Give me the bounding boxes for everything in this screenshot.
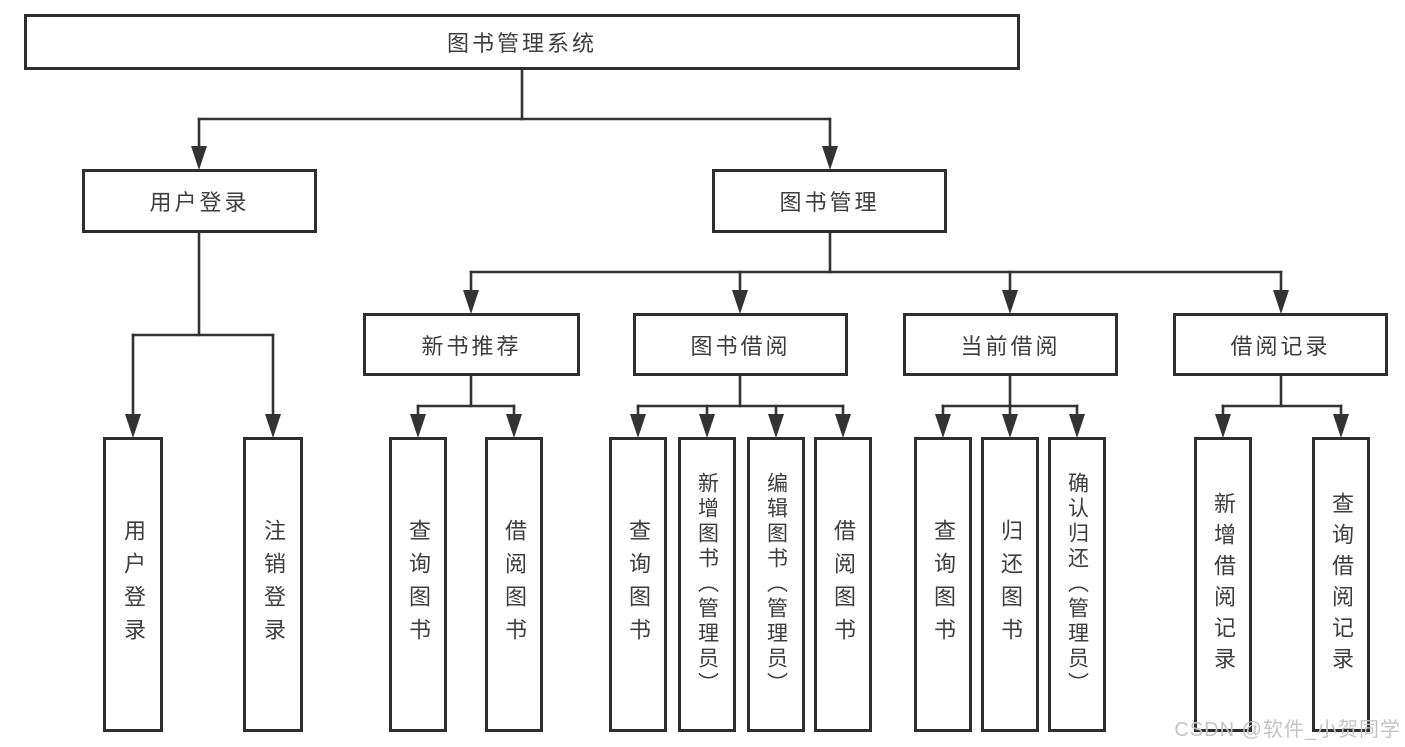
leaf-label: 用户登录 xyxy=(121,518,146,651)
leaf-logout: 注销登录 xyxy=(243,437,303,732)
leaf-query-books-borrowing: 查询图书 xyxy=(609,437,667,732)
leaf-edit-books-admin: 编辑图书（管理员） xyxy=(747,437,805,732)
leaf-label: 查询图书 xyxy=(406,518,431,651)
node-label: 借阅记录 xyxy=(1230,333,1331,359)
leaf-label: 归还图书 xyxy=(998,518,1023,651)
leaf-add-borrow-record: 新增借阅记录 xyxy=(1194,437,1252,732)
leaf-query-books-recommend: 查询图书 xyxy=(389,437,447,732)
leaf-confirm-return-admin: 确认归还（管理员） xyxy=(1048,437,1106,732)
node-label: 图书管理 xyxy=(779,190,880,215)
leaf-label: 查询图书 xyxy=(626,518,651,651)
node-label: 图书借阅 xyxy=(690,333,791,359)
leaf-label: 查询图书 xyxy=(931,518,956,651)
node-user-login: 用户登录 xyxy=(82,169,317,233)
node-book-management: 图书管理 xyxy=(712,169,947,233)
leaf-add-books-admin: 新增图书（管理员） xyxy=(678,437,736,732)
leaf-return-books: 归还图书 xyxy=(981,437,1039,732)
node-borrowing-records: 借阅记录 xyxy=(1173,313,1388,376)
node-library-management-system: 图书管理系统 xyxy=(24,14,1020,70)
leaf-borrow-books-recommend: 借阅图书 xyxy=(485,437,543,732)
leaf-label: 新增借阅记录 xyxy=(1211,491,1236,678)
leaf-label: 新增图书（管理员） xyxy=(695,472,719,697)
leaf-label: 注销登录 xyxy=(261,518,286,651)
leaf-label: 编辑图书（管理员） xyxy=(764,472,788,697)
node-book-borrowing: 图书借阅 xyxy=(633,313,848,376)
leaf-query-borrow-record: 查询借阅记录 xyxy=(1312,437,1370,732)
watermark: CSDN @软件_小贺同学 xyxy=(1174,719,1401,741)
node-label: 用户登录 xyxy=(149,190,250,215)
node-label: 当前借阅 xyxy=(960,333,1061,359)
node-label: 图书管理系统 xyxy=(446,31,597,56)
leaf-label: 确认归还（管理员） xyxy=(1065,472,1089,697)
leaf-label: 查询借阅记录 xyxy=(1329,491,1354,678)
node-label: 新书推荐 xyxy=(421,333,522,359)
leaf-query-books-current: 查询图书 xyxy=(914,437,972,732)
node-current-borrowing: 当前借阅 xyxy=(903,313,1118,376)
leaf-user-login: 用户登录 xyxy=(103,437,163,732)
node-new-book-recommend: 新书推荐 xyxy=(363,313,580,376)
leaf-borrow-books: 借阅图书 xyxy=(814,437,872,732)
leaf-label: 借阅图书 xyxy=(831,518,856,651)
leaf-label: 借阅图书 xyxy=(502,518,527,651)
